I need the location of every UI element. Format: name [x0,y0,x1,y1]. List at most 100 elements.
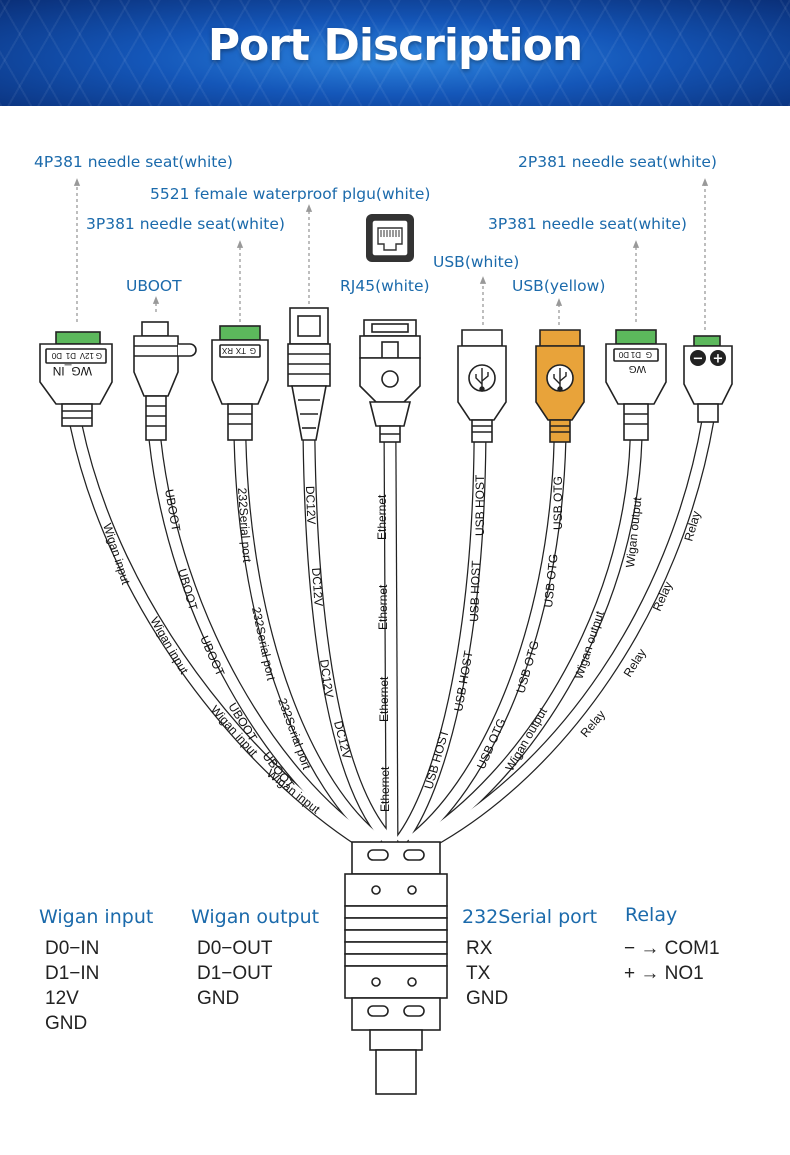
usb-icon [553,368,567,392]
callout-wg-in: 4P381 needle seat(white) [34,153,233,171]
plug-neck [549,419,571,443]
plug-neck [61,403,93,427]
pin-label: + [713,352,724,367]
legend-item: GND [466,988,509,1009]
page-title: Port Discription [207,20,583,71]
legend-item: D0−IN [45,938,100,959]
callout-wg-out: 3P381 needle seat(white) [488,215,687,233]
title-banner: Port Discription [0,0,790,106]
plug-neck [145,395,167,441]
pin-label: G [646,350,652,359]
connector-dc12v [287,307,331,441]
legend-item: RX [466,938,493,959]
pin-labels [219,344,261,358]
cable-label-ethernet: Ethernet [378,766,392,812]
leader-lines [73,178,709,330]
connector-uboot [133,321,197,441]
terminal-block-green [693,335,721,347]
cable-label-usb-otg: USB OTG [541,553,561,608]
callout-relay: 2P381 needle seat(white) [518,153,717,171]
legend-list-relay: − → COM1 + → NO1 [624,936,720,986]
minus-terminal-icon [690,350,706,366]
pin-label: G [96,351,102,360]
legend-list-serial-port: RX TX GND [466,936,508,1011]
pin-label: D0 [51,351,62,360]
cable-label-ethernet: Ethernet [376,584,390,630]
connector-rj45 [359,319,421,443]
cable-label-ethernet: Ethernet [375,494,389,540]
cable-label-wigan-input: Wigan input [100,522,133,587]
harness-collar [351,841,441,875]
connector-relay [683,335,733,423]
legend-item: TX [466,963,491,984]
legend-item: GND [197,988,240,1009]
terminal-block-green [55,331,101,345]
harness-pin-housing [375,1049,417,1095]
pin-label: TX [235,346,246,355]
plug-neck [623,403,649,441]
pin-label: RX [221,346,233,355]
callout-usb-host: USB(white) [433,253,520,271]
cable-labels: Wigan input Wigan input Wigan input Wiga… [100,474,703,817]
cable-label-usb-host: USB HOST [473,474,487,536]
pin-label: − [693,352,704,367]
pin-label: 12V [79,351,94,360]
cable-label-ethernet: Ethernet [377,676,391,722]
legend-item: − → COM1 [624,938,720,959]
legend-title-relay: Relay [625,904,678,926]
usb-icon [475,368,489,392]
pin-label: D1 [630,350,641,359]
terminal-block-green [615,329,657,345]
callout-usb-otg: USB(yellow) [512,277,606,295]
legend-title-wigan-output: Wigan output [191,906,320,928]
cable-label-usb-otg: USB OTG [551,476,565,530]
plug-tip [141,321,169,337]
plug-text-wg-in: WG_IN [53,364,92,378]
plug-neck [227,403,253,441]
main-harness-plug [344,841,448,1095]
plug-strap [178,343,197,357]
plug-body [133,335,179,397]
plug-neck [291,385,327,441]
cable-label-dc12v: DC12V [309,567,326,607]
relay-terminals: − + [690,350,726,367]
callout-uboot: UBOOT [126,277,182,295]
legend-item: GND [45,1013,88,1034]
pin-labels [45,348,107,364]
cable-label-dc12v: DC12V [317,658,336,698]
cable-label-usb-host: USB HOST [421,727,452,790]
legend-item: + → NO1 [624,963,704,984]
callout-serial: 3P381 needle seat(white) [86,215,285,233]
legend-item: 12V [45,988,79,1009]
cable-label-wigan-input: Wigan input [147,615,191,677]
cable-label-usb-host: USB HOST [467,560,483,622]
usb-tip [539,329,581,347]
callout-rj45: RJ45(white) [340,277,430,295]
plug-socket-inner [297,315,321,337]
pin-label: D1 [65,351,76,360]
terminal-block-green [219,325,261,341]
cable-label-dc12v: DC12V [303,486,318,525]
plug-text-wg-out: WG [629,363,646,374]
pin-label: G [250,346,256,355]
pin-labels [613,348,659,362]
plus-terminal-icon [710,350,726,366]
pin-label: D0 [618,350,629,359]
legend-item: D1−IN [45,963,100,984]
plug-neck [471,419,493,443]
connector-wg-in [39,331,113,427]
plug-boot [368,401,412,427]
rj45-jack-icon [366,214,414,262]
callout-dc12v: 5521 female waterproof plgu(white) [150,185,431,203]
legend-title-wigan-input: Wigan input [39,906,154,928]
plug-body [287,343,331,387]
cables [69,418,715,848]
cable-label-serial: 232Serial port [235,487,254,563]
legend-item: D1−OUT [197,963,273,984]
legend-list-wigan-output: D0−OUT D1−OUT GND [197,936,273,1011]
legend-title-serial-port: 232Serial port [462,906,598,928]
plug-neck [697,403,719,423]
legend-item: D0−OUT [197,938,273,959]
